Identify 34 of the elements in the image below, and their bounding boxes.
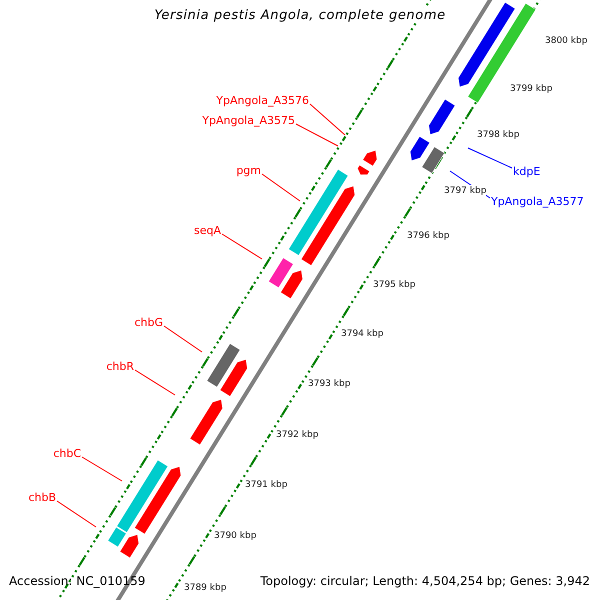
leader-line [164,326,202,352]
gene-label: pgm [236,164,261,177]
scale-label: 3799 kbp [510,83,552,96]
scale-label: 3792 kbp [276,429,318,442]
map-title: Yersinia pestis Angola, complete genome [154,8,446,23]
gene-label: kdpE [513,165,540,178]
leader-line [296,124,338,146]
gene-label: YpAngola_A3576 [216,94,309,107]
gene-label: YpAngola_A3577 [491,195,584,208]
scale-label: 3794 kbp [341,328,384,341]
accession-text: Accession: NC_010159 [9,575,146,588]
scale-label: 3797 kbp [444,185,486,198]
scale-label: 3791 kbp [245,479,288,492]
scale-label: 3789 kbp [184,582,226,595]
gene-label: YpAngola_A3575 [202,114,295,127]
gene-label: chbB [28,491,56,504]
scale-label: 3796 kbp [407,230,450,243]
scale-label: 3793 kbp [308,378,350,391]
gene-label: seqA [194,224,221,237]
leader-line [56,500,96,528]
leader-line [468,148,512,168]
leader-line [310,104,346,136]
scale-label: 3798 kbp [477,129,520,142]
genome-summary-text: Topology: circular; Length: 4,504,254 bp; Genes: 3,942 [260,575,590,588]
scale-label: 3800 kbp [545,35,588,48]
gene-label: chbC [53,447,81,460]
leader-line [134,370,176,396]
leader-line [222,234,262,260]
scale-label: 3795 kbp [373,279,416,292]
scale-label: 3790 kbp [214,530,256,543]
gene-label: chbR [106,360,134,373]
gene-label: chbG [134,316,163,329]
leader-line [262,174,300,202]
leader-line [82,456,122,482]
